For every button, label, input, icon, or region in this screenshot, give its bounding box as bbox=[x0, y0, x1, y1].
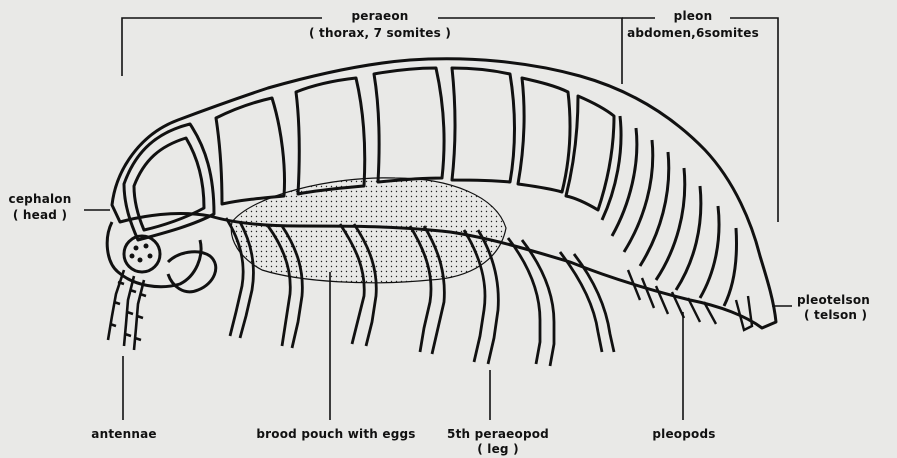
antennae-label: antennae bbox=[91, 428, 156, 441]
pleopods-label: pleopods bbox=[652, 428, 715, 441]
cephalon-label: cephalon bbox=[9, 193, 72, 206]
peraeopod-sublabel: ( leg ) bbox=[477, 443, 519, 456]
pleotelson-label: pleotelson bbox=[797, 294, 870, 307]
peraeopod-label: 5th peraeopod bbox=[447, 428, 549, 441]
peraeon-sublabel: ( thorax, 7 somites ) bbox=[309, 27, 451, 40]
pleotelson-sublabel: ( telson ) bbox=[804, 309, 867, 322]
pleon-label: pleon bbox=[674, 10, 713, 23]
eye-icon bbox=[130, 244, 153, 263]
brood-pouch-label: brood pouch with eggs bbox=[256, 428, 415, 441]
antennae-drawing bbox=[108, 270, 146, 350]
pleon-sublabel: abdomen,6somites bbox=[627, 27, 759, 40]
cephalon-sublabel: ( head ) bbox=[13, 209, 67, 222]
peraeon-label: peraeon bbox=[351, 10, 408, 23]
